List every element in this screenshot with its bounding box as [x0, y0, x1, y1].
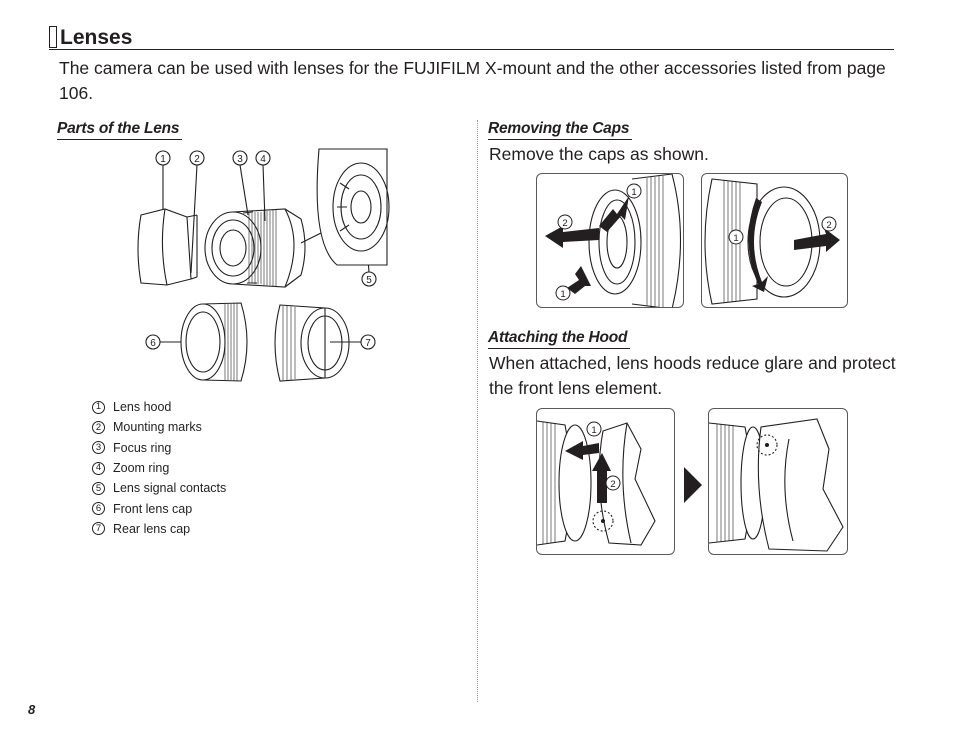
page-number: 8: [28, 702, 36, 717]
attach-hood-step1-illustration: 12: [537, 420, 656, 546]
item-label: Focus ring: [113, 440, 172, 455]
lens-body-drawing: [204, 208, 322, 288]
list-item: 5 Lens signal contacts: [92, 478, 226, 498]
list-item: 3 Focus ring: [92, 438, 226, 458]
rear-mount-inset: [316, 148, 390, 266]
heading-marker: [49, 26, 57, 48]
svg-text:1: 1: [560, 289, 565, 300]
callout-3: 3: [232, 150, 249, 216]
item-label: Mounting marks: [113, 420, 202, 435]
parts-list: 1 Lens hood 2 Mounting marks 3 Focus ring 4…: [92, 397, 226, 539]
list-item: 1 Lens hood: [92, 397, 226, 417]
page-title: Lenses: [60, 26, 133, 49]
hood-instruction: When attached, lens hoods reduce glare a…: [489, 353, 896, 398]
list-item: 2 Mounting marks: [92, 417, 226, 437]
list-item: 6 Front lens cap: [92, 498, 226, 518]
rear-cap-drawing: [274, 304, 350, 382]
remove-front-cap-figure: 1 2 1: [536, 173, 684, 308]
front-cap-drawing: [180, 302, 248, 382]
svg-text:2: 2: [194, 154, 200, 165]
item-label: Rear lens cap: [113, 521, 191, 536]
item-number: 2: [92, 420, 105, 434]
lens-hood-drawing: [137, 208, 198, 286]
item-label: Front lens cap: [113, 501, 193, 516]
item-number: 6: [92, 502, 105, 516]
attach-hood-step2-figure: [708, 408, 848, 555]
item-number: 4: [92, 461, 105, 475]
svg-text:7: 7: [365, 338, 371, 349]
next-step-arrow-icon: [684, 467, 702, 503]
svg-text:3: 3: [237, 154, 243, 165]
svg-text:6: 6: [150, 338, 156, 349]
svg-text:1: 1: [733, 233, 738, 244]
parts-heading: Parts of the Lens: [57, 119, 183, 140]
svg-text:1: 1: [160, 154, 166, 165]
callout-4: 4: [255, 150, 271, 222]
item-number: 1: [92, 400, 105, 414]
remove-rear-cap-illustration: 12: [704, 178, 840, 305]
callout-1: 1: [155, 150, 171, 213]
item-number: 5: [92, 481, 105, 495]
attach-hood-step2-illustration: [709, 418, 844, 552]
item-label: Zoom ring: [113, 461, 170, 476]
lens-parts-illustration: 1 2 3 4 5 6 7: [137, 148, 390, 382]
list-item: 4 Zoom ring: [92, 458, 226, 478]
svg-text:2: 2: [610, 479, 615, 490]
hood-heading: Attaching the Hood: [488, 328, 631, 349]
heading-rule: [49, 49, 894, 50]
intro-paragraph: The camera can be used with lenses for t…: [59, 58, 886, 103]
svg-text:1: 1: [631, 187, 636, 198]
item-label: Lens signal contacts: [113, 481, 227, 496]
callout-7: 7: [330, 334, 376, 350]
svg-text:1: 1: [591, 425, 596, 436]
svg-text:2: 2: [826, 220, 831, 231]
item-label: Lens hood: [113, 400, 172, 415]
item-number: 3: [92, 441, 105, 455]
remove-front-cap-illustration: 1 2 1: [545, 174, 682, 307]
column-divider: [477, 120, 478, 702]
list-item: 7 Rear lens cap: [92, 519, 226, 539]
svg-text:2: 2: [562, 218, 567, 229]
callout-2: 2: [189, 150, 205, 274]
caps-heading: Removing the Caps: [488, 119, 633, 140]
item-number: 7: [92, 522, 105, 536]
svg-text:4: 4: [260, 154, 266, 165]
caps-instruction: Remove the caps as shown.: [489, 144, 709, 164]
svg-text:5: 5: [366, 275, 372, 286]
